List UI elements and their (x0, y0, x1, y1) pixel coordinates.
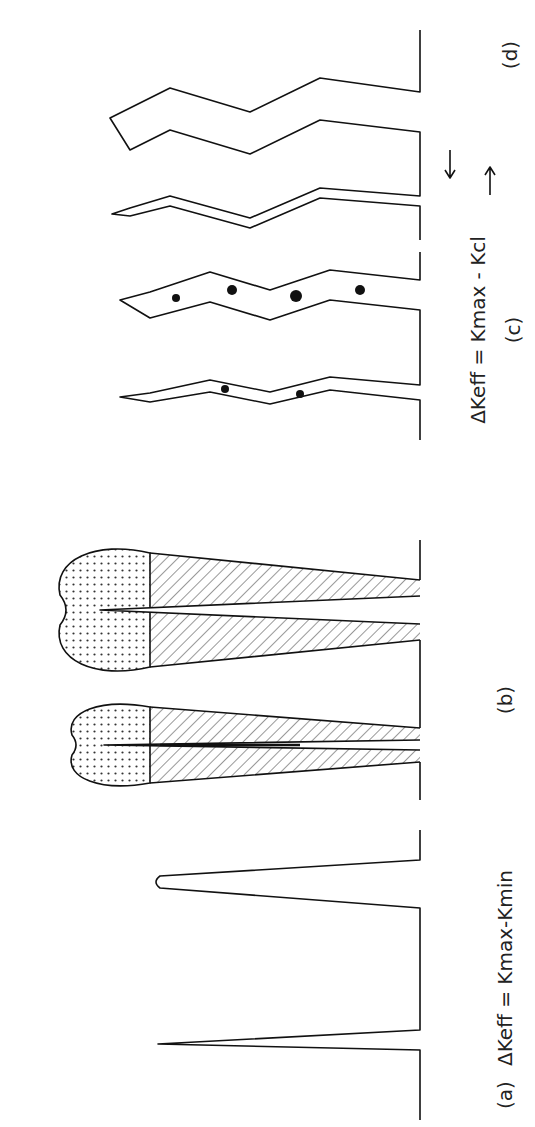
crack-profile (110, 30, 420, 240)
formula-label: ΔKeff = Kmax-Kmin (493, 870, 517, 1066)
crack-profile (120, 252, 420, 440)
panel-label: (c) (501, 317, 525, 344)
oxide-particle (296, 390, 304, 398)
shear-arrow (485, 167, 495, 195)
crack-face (104, 740, 420, 750)
crack-contact (160, 744, 300, 746)
panel-label: (b) (493, 686, 517, 714)
formula-label: ΔKeff = Kmax - Kcl (466, 236, 490, 424)
oxide-particle (221, 385, 229, 393)
crack-void (104, 740, 420, 750)
wake-boundary (150, 707, 420, 783)
oxide-particle (355, 285, 365, 295)
oxide-particle (172, 294, 180, 302)
surface-line (419, 540, 421, 800)
panel-label: (d) (498, 41, 522, 69)
crack-face (100, 596, 420, 624)
crack-profile (156, 830, 420, 1120)
oxide-particle (290, 290, 302, 302)
panel-label: (a) (493, 1081, 517, 1109)
oxide-particle (227, 285, 237, 295)
wake-boundary (150, 553, 420, 667)
crack-void (100, 596, 420, 624)
shear-arrow (445, 150, 455, 178)
